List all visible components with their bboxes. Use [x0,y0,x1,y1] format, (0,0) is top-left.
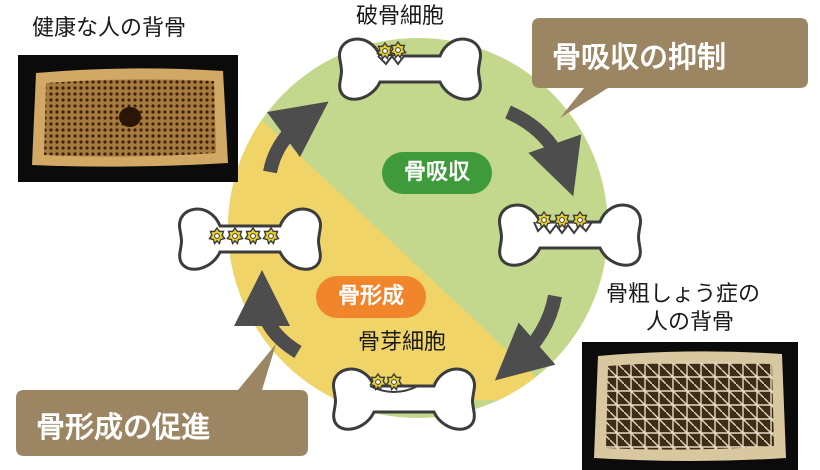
bone-resorbed-icon [498,203,642,267]
formation-pill: 骨形成 [316,276,426,318]
callout-top-text: 骨吸収の抑制 [552,40,727,74]
callout-bottom-bubble [16,344,308,456]
osteoporosis-vertebra-image [594,351,786,461]
bone-with-osteoblast-icon [332,367,476,431]
cycle-arrow-resorption [505,105,582,197]
osteoporosis-spine-title-line1: 骨粗しょう症の [606,282,761,307]
resorption-label: 骨吸収 [403,160,470,185]
resorption-pill: 骨吸収 [382,152,492,194]
bone-with-osteoclast-icon [338,37,482,101]
formation-label: 骨形成 [337,284,404,309]
cycle-arrow-to-formation [494,294,562,381]
osteoclast-label: 破骨細胞 [356,4,445,29]
callout-top-bubble [532,18,808,118]
cycle-arrow-formation [234,270,302,358]
osteoporosis-vertebra-photo [582,342,798,470]
callout-bottom-text: 骨形成の促進 [36,410,211,444]
healthy-vertebra-image [32,68,228,167]
healthy-spine-title: 健康な人の背骨 [32,16,187,41]
osteoblast-label: 骨芽細胞 [358,330,447,355]
osteoporosis-spine-title-line2: 人の背骨 [646,310,735,335]
healthy-vertebra-photo [18,55,238,182]
cycle-arrow-to-resorption [263,101,329,174]
